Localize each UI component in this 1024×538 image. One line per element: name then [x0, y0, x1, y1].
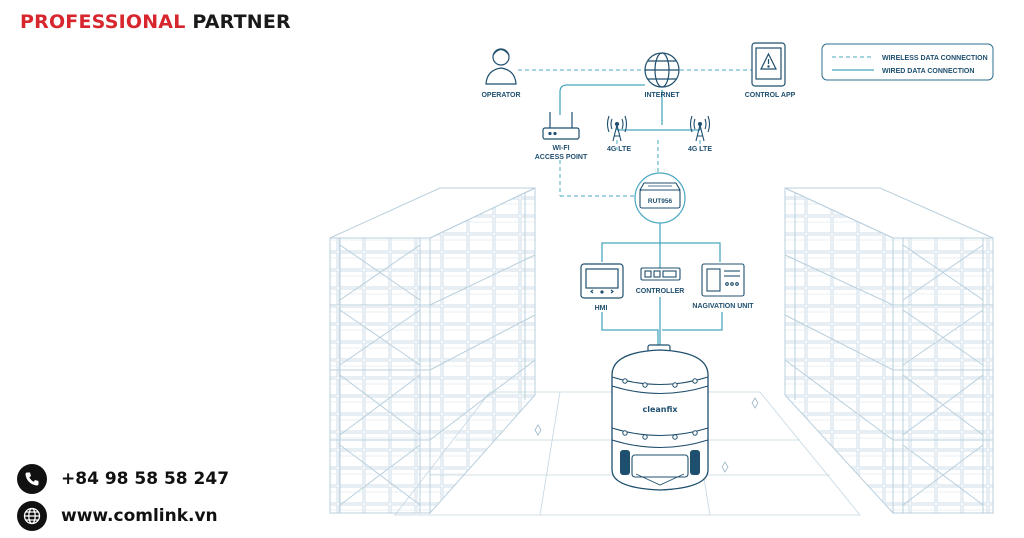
- legend-wireless-label: WIRELESS DATA CONNECTION: [882, 55, 988, 62]
- cleaning-robot: [611, 344, 709, 491]
- internet-globe-icon: [644, 52, 680, 88]
- hmi-label: HMI: [595, 305, 608, 312]
- lte-right-label: 4G LTE: [688, 146, 712, 153]
- internet-label: INTERNET: [645, 92, 681, 99]
- tablet-icon: [751, 42, 786, 87]
- phone-contact[interactable]: +84 98 58 58 247: [17, 464, 229, 494]
- brand-title: PROFESSIONAL PARTNER: [20, 11, 291, 33]
- sparkle-decoration: [534, 397, 759, 473]
- brand-title-part2: PARTNER: [192, 11, 291, 33]
- controller-label: CONTROLLER: [636, 288, 685, 295]
- wired-connections: [559, 84, 723, 345]
- wifi-label-line2: ACCESS POINT: [535, 154, 588, 161]
- website-contact[interactable]: www.comlink.vn: [17, 501, 218, 531]
- lte-tower-left-icon: [606, 115, 628, 142]
- wifi-router-icon: [542, 112, 580, 140]
- wireless-connections: [518, 69, 752, 197]
- wifi-label-line1: WI-FI: [552, 145, 569, 152]
- rut956-router-icon: [634, 172, 686, 224]
- legend: WIRELESS DATA CONNECTION WIRED DATA CONN…: [821, 43, 994, 81]
- globe-icon: [17, 501, 47, 531]
- brand-title-part1: PROFESSIONAL: [20, 11, 186, 33]
- lte-tower-right-icon: [689, 115, 711, 142]
- navigation-unit-icon: [701, 263, 745, 297]
- phone-icon: [17, 464, 47, 494]
- navigation-label: NAGIVATION UNIT: [692, 303, 754, 310]
- operator-label: OPERATOR: [481, 92, 520, 99]
- robot-brand-label: cleanfix: [642, 405, 678, 414]
- legend-wired-label: WIRED DATA CONNECTION: [882, 68, 974, 75]
- controller-icon: [640, 267, 681, 281]
- operator-icon: [485, 48, 517, 85]
- lte-left-label: 4G LTE: [607, 146, 631, 153]
- right-shelving-rack: [784, 187, 994, 515]
- left-shelving-rack: [329, 187, 536, 515]
- hmi-icon: [580, 263, 624, 299]
- router-model-label: RUT956: [648, 198, 673, 205]
- control-app-label: CONTROL APP: [745, 92, 796, 99]
- website-url: www.comlink.vn: [61, 506, 218, 526]
- phone-number: +84 98 58 58 247: [61, 469, 230, 489]
